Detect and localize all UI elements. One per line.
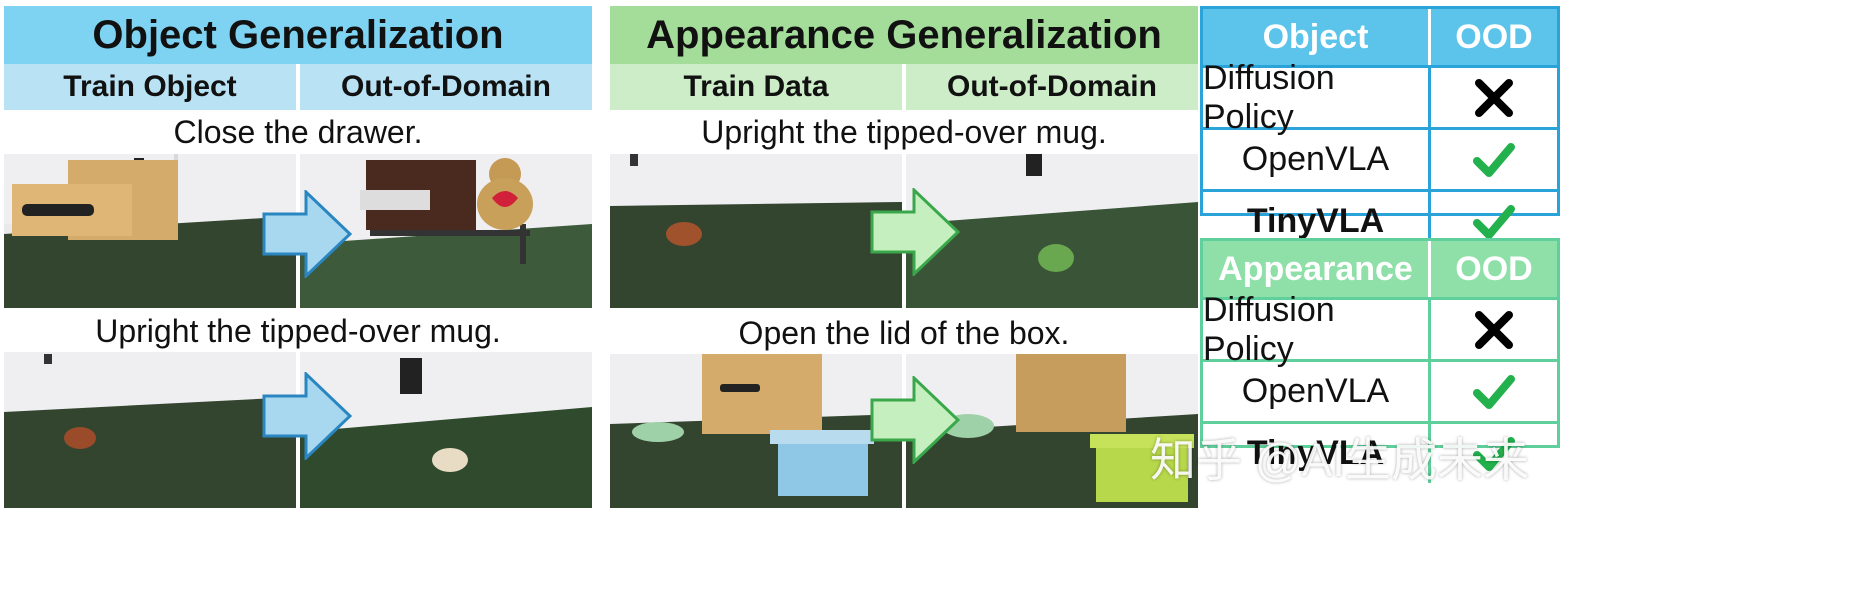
check-icon <box>1431 362 1557 421</box>
method-name: TinyVLA <box>1203 424 1431 483</box>
object-table-header-label: Object <box>1203 9 1431 65</box>
appearance-task-1: Upright the tipped-over mug. <box>701 113 1107 150</box>
appearance-table-header: Appearance OOD <box>1203 241 1557 297</box>
table-row: Diffusion Policy <box>1203 59 1557 136</box>
photo-train-mug-appearance <box>610 154 902 308</box>
object-col-train-header: Train Object <box>4 64 296 110</box>
appearance-col-ood-header: Out-of-Domain <box>906 64 1198 110</box>
object-arrow-2 <box>262 372 352 460</box>
appearance-panel-title: Appearance Generalization <box>610 6 1198 64</box>
object-task-2: Upright the tipped-over mug. <box>95 312 501 349</box>
photo-train-drawer <box>4 154 296 308</box>
photo-train-box <box>610 354 902 508</box>
object-arrow-1 <box>262 190 352 278</box>
appearance-arrow-1 <box>870 188 960 276</box>
watermark-text: 知乎 @AI生成未来 <box>1150 434 1529 486</box>
check-icon <box>1431 130 1557 189</box>
object-task-1: Close the drawer. <box>173 113 423 150</box>
method-name: Diffusion Policy <box>1203 291 1431 368</box>
method-name: OpenVLA <box>1203 130 1431 189</box>
table-row: TinyVLA <box>1203 189 1557 251</box>
object-table-header-ood: OOD <box>1455 17 1533 56</box>
photo-ood-mug <box>300 352 592 508</box>
photo-ood-mug-appearance <box>906 154 1198 308</box>
photo-train-mug <box>4 352 296 508</box>
table-row: TinyVLA <box>1203 421 1557 483</box>
method-name: TinyVLA <box>1203 192 1431 251</box>
cross-icon <box>1431 68 1557 127</box>
table-row: OpenVLA <box>1203 127 1557 189</box>
method-name: OpenVLA <box>1203 362 1431 421</box>
object-col-ood-header: Out-of-Domain <box>300 64 592 110</box>
method-name: Diffusion Policy <box>1203 59 1431 136</box>
cross-icon <box>1431 300 1557 359</box>
check-icon <box>1431 192 1557 251</box>
object-table-header: Object OOD <box>1203 9 1557 65</box>
check-icon <box>1431 424 1557 483</box>
photo-ood-box <box>906 354 1198 508</box>
object-ood-table: Object OOD Diffusion Policy OpenVLA Tiny… <box>1200 6 1560 251</box>
table-row: OpenVLA <box>1203 359 1557 421</box>
appearance-table-header-label: Appearance <box>1203 241 1431 297</box>
appearance-arrow-2 <box>870 376 960 464</box>
appearance-ood-table: Appearance OOD Diffusion Policy OpenVLA … <box>1200 238 1560 483</box>
object-panel-title: Object Generalization <box>4 6 592 64</box>
table-row: Diffusion Policy <box>1203 291 1557 368</box>
appearance-table-header-ood: OOD <box>1455 249 1533 288</box>
appearance-task-2: Open the lid of the box. <box>738 314 1070 351</box>
appearance-col-train-header: Train Data <box>610 64 902 110</box>
